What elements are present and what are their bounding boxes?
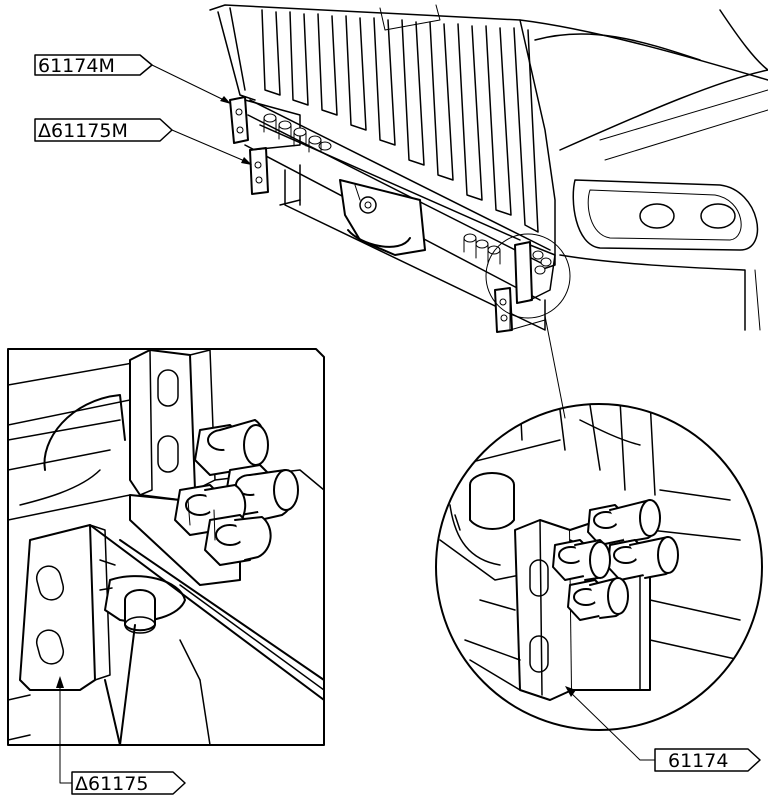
left-detail-view [7,348,325,746]
right-bracket-group [463,233,556,333]
detail-leader [544,315,566,419]
callout-label: 61174 [668,750,728,772]
tow-hook [339,179,426,256]
main-view [209,4,768,419]
callout-61174M: 61174M [34,54,231,104]
bolt-cluster-detail [552,499,679,621]
callout-61174: 61174 [565,686,761,772]
grille-slats [261,9,539,233]
callout-delta-61175M: Δ61175M [34,118,252,165]
callout-label: Δ61175M [38,120,128,142]
bolt-cluster [174,419,299,566]
callout-label: 61174M [38,55,115,77]
left-bracket-group [229,96,332,195]
right-detail-view [435,403,763,731]
callout-delta-61175: Δ61175 [56,676,186,795]
callout-label: Δ61175 [75,773,148,795]
detail-circle-marker [485,233,571,319]
